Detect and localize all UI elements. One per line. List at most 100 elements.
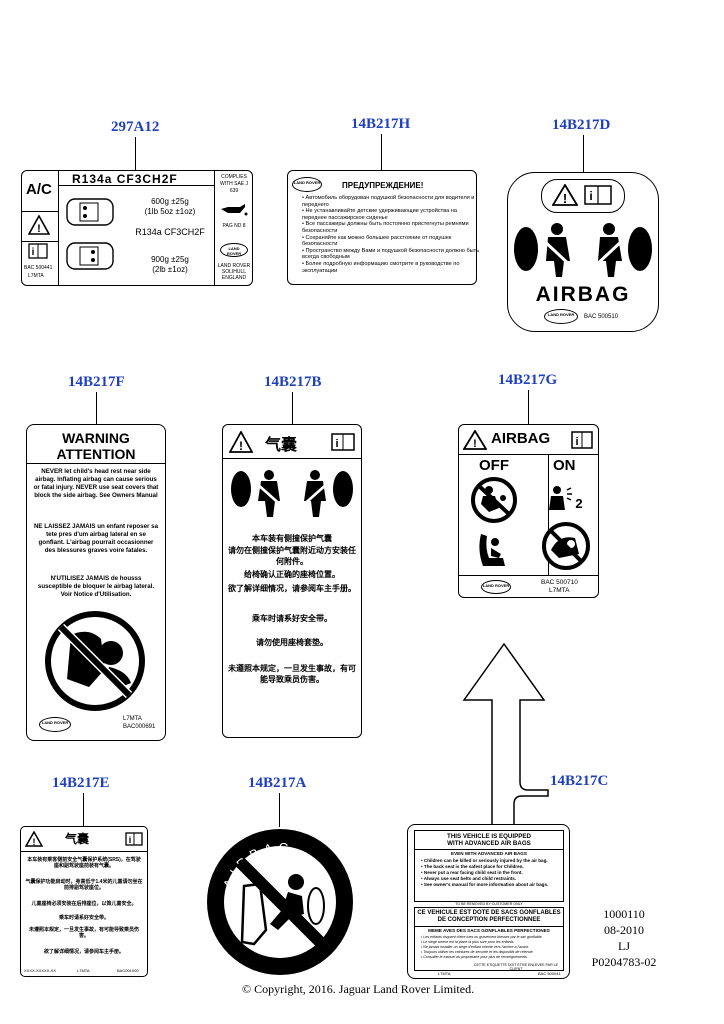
list-item: • Le siege arriere est la place la plus … bbox=[421, 940, 515, 944]
leader-line bbox=[528, 390, 530, 426]
list-item: • Не устанавливайте детские удерживающие… bbox=[302, 208, 457, 221]
warning-triangle-icon: ! bbox=[28, 215, 50, 235]
notice-heading-2: WITH ADVANCED AIR BAGS bbox=[447, 840, 531, 847]
warning-triangle-icon: ! bbox=[552, 184, 578, 206]
leader-line bbox=[279, 793, 281, 827]
divider bbox=[214, 171, 215, 285]
advanced-airbag-notice-label: THIS VEHICLE IS EQUIPPED WITH ADVANCED A… bbox=[407, 824, 570, 979]
l7mta-code: L7MTA bbox=[123, 716, 142, 722]
list-item: • See owner's manual for more informatio… bbox=[421, 882, 549, 887]
notice-heading-fr-1: CE VEHICULE EST DOTE DE SACS GONFLABLES bbox=[417, 910, 561, 916]
divider bbox=[459, 454, 598, 455]
english-notice-box: THIS VEHICLE IS EQUIPPED WITH ADVANCED A… bbox=[414, 830, 564, 902]
car-rear-seats-icon bbox=[66, 242, 114, 270]
bac-code: BAC 500041 bbox=[538, 971, 561, 976]
airbag-text: AIRBAG bbox=[535, 283, 631, 306]
divider bbox=[27, 463, 165, 464]
round-airbag-prohibition-label: AIRBAG bbox=[207, 829, 353, 975]
divider bbox=[459, 575, 598, 576]
reference-line: LJ bbox=[618, 939, 630, 953]
airbag-passengers-icon bbox=[514, 223, 652, 277]
leader-line bbox=[83, 793, 85, 827]
chinese-line: 给椅确认正确的座椅位置。 bbox=[244, 570, 340, 579]
list-item: • The back seat is the safest place for … bbox=[421, 864, 524, 869]
part-number-14B217C: 14B217C bbox=[550, 773, 609, 789]
chinese-airbag-label-small: ! 气囊 i 本车装有乘客侧前安全气囊保护系统(SRS)，在驾驶座和副驾驶座前装… bbox=[20, 826, 148, 977]
reference-line: 1000110 bbox=[603, 907, 645, 921]
diagram-reference: 1000110 08-2010 LJ P0204783-02 bbox=[584, 906, 664, 970]
ac-refrigerant-label: A/C ! i BAC 500441 L7MTA R134a CF3CH2F 6… bbox=[21, 170, 253, 286]
child-seat-icon bbox=[479, 534, 505, 566]
bac-code: BAC000691 bbox=[123, 724, 156, 730]
list-item: • Ne jamais installer un siege d'enfant … bbox=[421, 945, 529, 949]
list-item: • Consulter le manuel du proprietaire po… bbox=[421, 955, 528, 959]
reference-line: 08-2010 bbox=[604, 923, 644, 937]
quantity-1: 600g ±25g bbox=[151, 197, 189, 206]
leader-line bbox=[135, 137, 137, 171]
land-rover-logo: LAND ROVER bbox=[544, 309, 578, 324]
airbag-text: AIRBAG bbox=[491, 430, 551, 447]
reference-line: P0204783-02 bbox=[591, 955, 657, 969]
svg-text:!: ! bbox=[33, 837, 36, 847]
french-warning-text-2: N'UTILISEZ JAMAIS de housss susceptible … bbox=[37, 575, 155, 598]
removal-note: TO BE REMOVED BY CUSTOMER ONLY bbox=[455, 902, 523, 906]
english-warning-text: NEVER let child's head rest near side ai… bbox=[33, 468, 159, 499]
part-number-14B217G: 14B217G bbox=[498, 372, 558, 388]
off-text: OFF bbox=[479, 457, 509, 474]
list-item: • Children can be killed or seriously in… bbox=[421, 858, 548, 863]
part-number-14B217D: 14B217D bbox=[552, 117, 611, 133]
oil-can-icon bbox=[221, 204, 248, 216]
icon-capsule bbox=[541, 179, 625, 213]
part-number-14B217B: 14B217B bbox=[264, 374, 322, 390]
removal-note-fr: CETTE ETIQUETTE DOIT ETRE ENLEVEE PAR LE… bbox=[473, 963, 559, 971]
complies-text: COMPLIES WITH SAE J 639 bbox=[219, 174, 249, 194]
list-item: • Les enfants risquent d'etre tues ou gr… bbox=[421, 935, 543, 939]
chinese-line: 未遵照本规定，一旦发生事故，有可能导致乘员伤害。 bbox=[28, 927, 139, 940]
leader-line bbox=[381, 134, 383, 172]
quantity-2-imperial: (2lb ±1oz) bbox=[152, 265, 188, 274]
svg-text:i: i bbox=[589, 189, 592, 203]
refrigerant-subtitle: R134a CF3CH2F bbox=[135, 227, 205, 237]
attention-title: ATTENTION bbox=[56, 446, 136, 462]
french-notice-box: CE VEHICULE EST DOTE DE SACS GONFLABLES … bbox=[414, 907, 564, 971]
land-rover-logo: LAND ROVER bbox=[292, 177, 322, 192]
copyright-notice: © Copyright, 2016. Jaguar Land Rover Lim… bbox=[242, 982, 475, 996]
divider bbox=[58, 185, 214, 186]
french-warning-text-1: NE LAISSEZ JAMAIS un enfant reposer sa t… bbox=[33, 523, 159, 554]
maker-text: LAND ROVER SOLIHULL ENGLAND bbox=[217, 263, 251, 281]
bac-code: BAC001000 bbox=[117, 968, 139, 973]
chinese-line: 本车装有侧撞保护气囊 bbox=[252, 534, 332, 543]
warning-title: WARNING bbox=[62, 430, 130, 446]
chinese-title: 气囊 bbox=[65, 832, 90, 846]
part-number-297A12: 297A12 bbox=[111, 119, 160, 135]
divider bbox=[22, 241, 58, 242]
list-item: • Сохраняйте как можно большее расстояни… bbox=[302, 234, 452, 248]
divider bbox=[58, 171, 59, 285]
svg-text:!: ! bbox=[239, 439, 243, 453]
arrow-to-label-c bbox=[462, 642, 549, 829]
quantity-1-imperial: (1lb 5oz ±1oz) bbox=[144, 207, 196, 216]
passenger-airbag-on-icon: 2 bbox=[549, 486, 583, 511]
chinese-line: 欲了解详细情况，请参阅车主手册。 bbox=[228, 584, 356, 593]
list-item: • Toujours utiliser les ceintures de sec… bbox=[421, 950, 534, 954]
notice-heading-1: THIS VEHICLE IS EQUIPPED bbox=[447, 833, 531, 840]
chinese-line: 气囊保护功能启动时，身高低于1.4米的儿童请勿坐在前排副驾驶座位。 bbox=[25, 879, 143, 892]
bac-code: BAC 500441 bbox=[24, 265, 53, 271]
chinese-line: 请勿在侧撞保护气囊附近动方安装任何附件。 bbox=[228, 546, 356, 566]
chinese-line: 乘车时请系好安全带。 bbox=[252, 614, 332, 623]
l7mta-code: L7MTA bbox=[549, 587, 570, 594]
list-item: • Более подробную информацию смотрите в … bbox=[302, 260, 460, 274]
divider bbox=[21, 851, 147, 852]
notice-bullets: • Children can be killed or seriously in… bbox=[421, 858, 561, 888]
list-item: • Автомобиль оборудован подушкой безопас… bbox=[302, 195, 475, 208]
divider bbox=[548, 454, 549, 575]
airbag-passengers-icon bbox=[231, 470, 353, 517]
leader-line bbox=[96, 392, 98, 426]
no-child-near-airbag-icon bbox=[45, 611, 145, 711]
chinese-line: 儿童座椅必须安装在后排座位，以策儿童安全。 bbox=[31, 901, 137, 907]
chinese-line: 未遵照本规定，一旦发生事故，有可能导致乘员伤害。 bbox=[228, 664, 356, 684]
off-on-panels: OFF ON 2 bbox=[459, 454, 598, 575]
manual-book-icon: i bbox=[331, 433, 355, 451]
list-item: • Пространство между Вами и подушкой без… bbox=[302, 247, 480, 261]
airbag-off-on-label: ! AIRBAG i OFF ON 2 bbox=[458, 424, 599, 598]
